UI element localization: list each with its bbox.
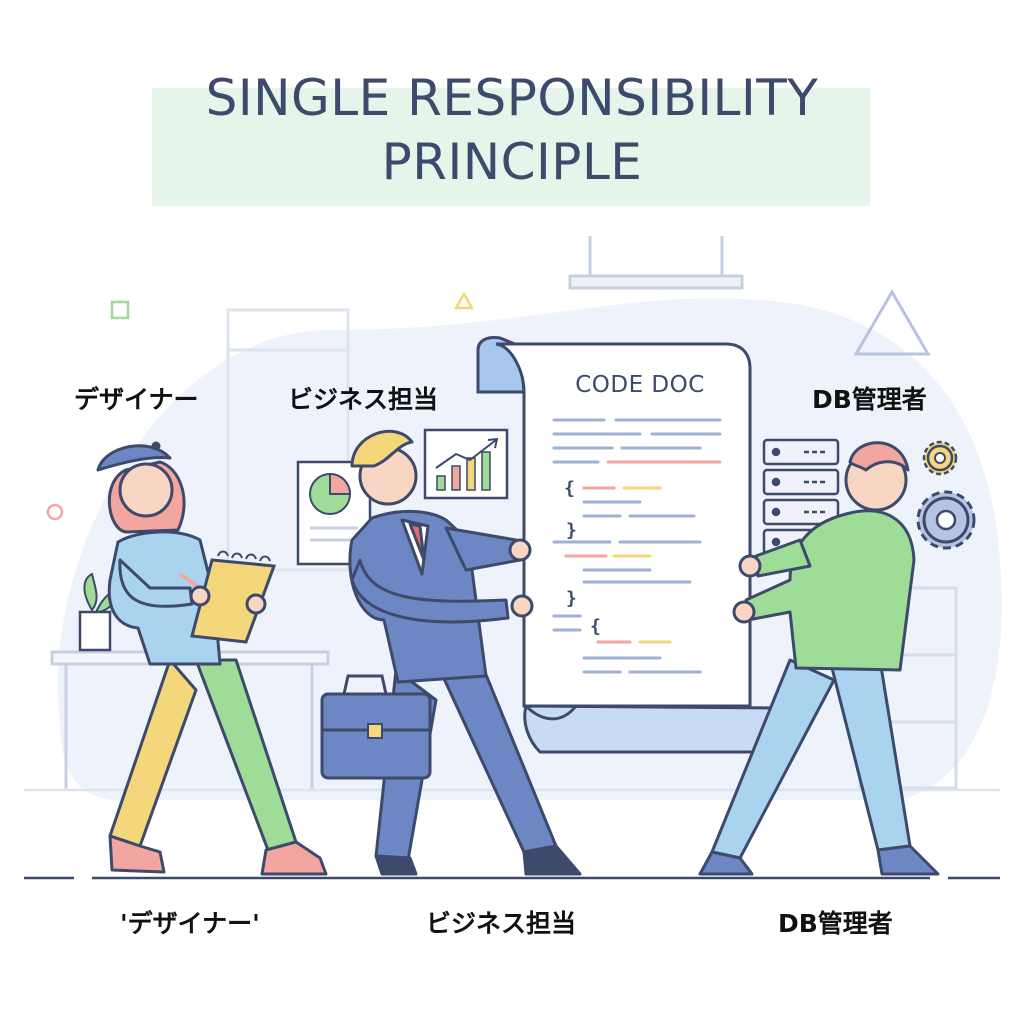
window-frame xyxy=(226,308,350,572)
notepad-icon xyxy=(178,550,277,644)
title-highlight-band xyxy=(152,88,870,206)
bar-chart-board xyxy=(423,428,509,500)
gear-icon xyxy=(922,440,958,476)
gear-icon xyxy=(916,490,976,550)
briefcase-icon xyxy=(320,674,432,780)
label-designer-top: デザイナー xyxy=(74,385,199,414)
label-dba-top: DB管理者 xyxy=(812,385,927,414)
label-dba-bottom: DB管理者 xyxy=(778,909,893,938)
ceiling-lamp xyxy=(568,236,744,290)
brace-open: { xyxy=(564,478,575,499)
document-title: CODE DOC xyxy=(575,372,705,398)
code-document: { } } { xyxy=(476,336,789,754)
label-business-top: ビジネス担当 xyxy=(288,385,439,414)
code-braces: { } } { xyxy=(564,478,601,637)
brace-close: } xyxy=(566,520,577,541)
circle-decoration-icon xyxy=(46,503,64,521)
dba-figure xyxy=(698,441,940,876)
code-lines xyxy=(552,418,722,674)
square-decoration-icon xyxy=(110,300,130,320)
label-designer-bottom: 'デザイナー' xyxy=(120,909,260,938)
brace-open: { xyxy=(590,616,601,637)
title-line-2: PRINCIPLE xyxy=(381,133,643,191)
page-title: SINGLE RESPONSIBILITY PRINCIPLE xyxy=(0,66,1024,194)
triangle-decoration-icon xyxy=(453,291,475,310)
designer-figure xyxy=(96,441,328,876)
title-line-1: SINGLE RESPONSIBILITY xyxy=(205,69,819,127)
label-business-bottom: ビジネス担当 xyxy=(426,909,577,938)
brace-close: } xyxy=(566,588,577,609)
large-triangle-icon xyxy=(853,289,931,356)
